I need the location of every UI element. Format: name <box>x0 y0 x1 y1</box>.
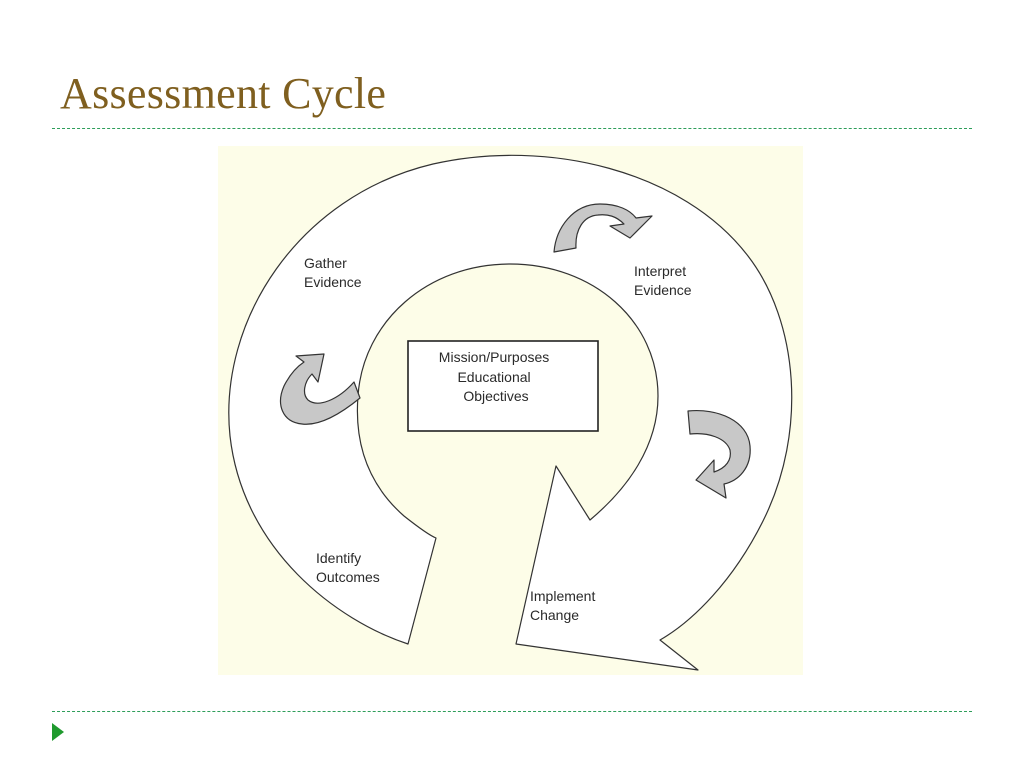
cycle-ring <box>228 154 793 671</box>
center-line-3: Objectives <box>463 388 528 404</box>
stage-identify-outcomes: Identify Outcomes <box>316 550 380 585</box>
stage-gather-line-2: Evidence <box>304 274 362 290</box>
stage-gather-evidence: Gather Evidence <box>304 255 362 290</box>
slide-title: Assessment Cycle <box>60 69 387 118</box>
stage-interpret-line-2: Evidence <box>634 282 692 298</box>
stage-identify-line-2: Outcomes <box>316 569 380 585</box>
assessment-cycle-diagram: Mission/Purposes Educational Objectives … <box>218 146 803 675</box>
triangle-right-icon <box>52 723 64 741</box>
center-objectives-box <box>407 340 599 432</box>
center-line-2: Educational <box>457 369 530 385</box>
stage-identify-line-1: Identify <box>316 550 361 566</box>
stage-gather-line-1: Gather <box>304 255 347 271</box>
stage-interpret-line-1: Interpret <box>634 263 686 279</box>
footer-divider <box>52 711 972 712</box>
title-divider <box>52 128 972 129</box>
curved-arrow-left-icon <box>280 353 361 425</box>
stage-implement-change: Implement Change <box>530 588 599 623</box>
curved-arrow-top-icon <box>553 203 653 253</box>
curved-arrow-right-icon <box>687 409 751 499</box>
stage-interpret-evidence: Interpret Evidence <box>634 263 692 298</box>
stage-implement-line-1: Implement <box>530 588 595 604</box>
svg-text:Mission/Purposes Educa: Mission/Purposes Educational Objectives <box>439 349 553 404</box>
cycle-graphic: Mission/Purposes Educational Objectives … <box>228 154 793 671</box>
stage-implement-line-2: Change <box>530 607 579 623</box>
center-line-1: Mission/Purposes <box>439 349 550 365</box>
